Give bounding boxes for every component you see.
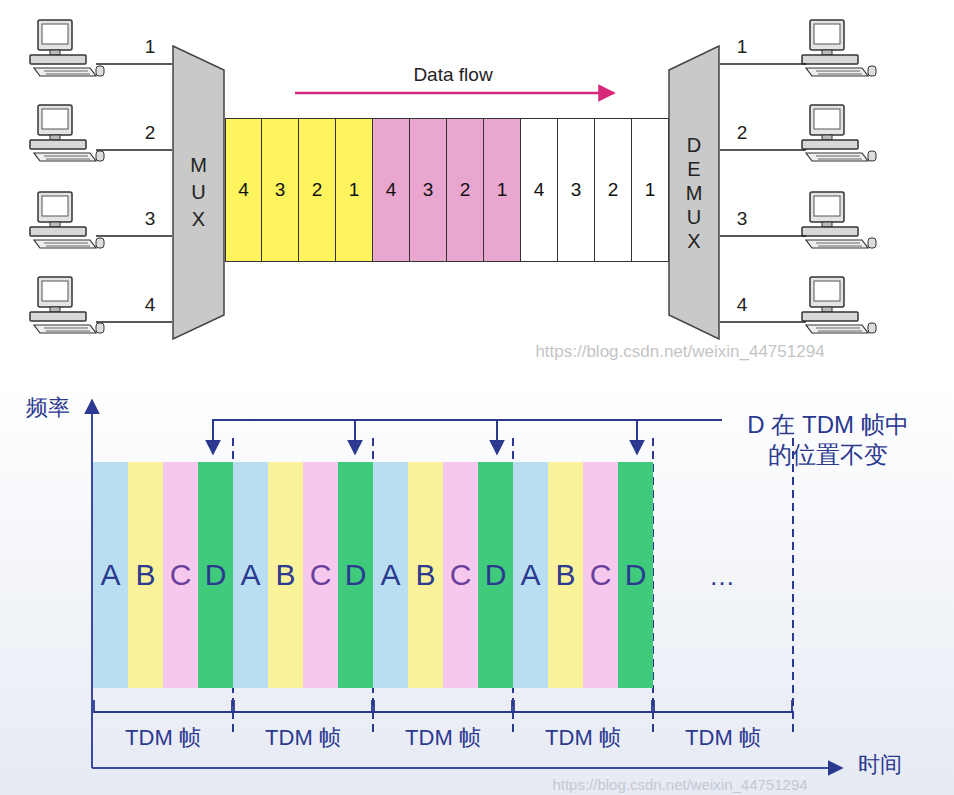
time-slot-cell: 1: [484, 118, 521, 262]
time-slot-cell: 1: [336, 118, 373, 262]
slot-number: 1: [645, 179, 656, 201]
channel-letter: D: [345, 558, 367, 592]
channel-column: B: [128, 462, 163, 688]
channel-column: D: [478, 462, 513, 688]
channel-column: C: [443, 462, 478, 688]
channel-letter: C: [310, 558, 332, 592]
background-band: [0, 380, 954, 795]
channel-column: A: [93, 462, 128, 688]
slot-number: 1: [497, 179, 508, 201]
slot-number: 3: [423, 179, 434, 201]
channel-column: A: [513, 462, 548, 688]
channel-column: B: [548, 462, 583, 688]
channel-letter: B: [555, 558, 575, 592]
port-number: 1: [145, 36, 156, 58]
axis-label: 时间: [858, 750, 902, 780]
slot-number: 4: [238, 179, 249, 201]
channel-letter: C: [590, 558, 612, 592]
port-number: 1: [737, 36, 748, 58]
slot-number: 2: [608, 179, 619, 201]
channel-column: C: [583, 462, 618, 688]
device-name: MUX: [189, 152, 209, 233]
channel-column: B: [268, 462, 303, 688]
port-number: 4: [145, 294, 156, 316]
channel-column: B: [408, 462, 443, 688]
channel-letter: D: [205, 558, 227, 592]
time-slot-cell: 2: [595, 118, 632, 262]
time-slot-cell: 3: [558, 118, 595, 262]
time-slot-cell: 3: [410, 118, 447, 262]
watermark: https://blog.csdn.net/weixin_44751294: [535, 342, 824, 362]
time-slot-cell: 2: [299, 118, 336, 262]
slot-number: 4: [386, 179, 397, 201]
frame-label: TDM 帧: [125, 723, 201, 753]
channel-letter: A: [100, 558, 120, 592]
channel-letter: A: [380, 558, 400, 592]
flow-label: Data flow: [413, 64, 492, 86]
channel-letter: D: [625, 558, 647, 592]
frame-label: TDM 帧: [685, 723, 761, 753]
channel-column: D: [338, 462, 373, 688]
channel-letter: A: [240, 558, 260, 592]
multiplexer: MUX: [172, 45, 225, 340]
channel-column: A: [373, 462, 408, 688]
frame-brackets: [94, 700, 792, 712]
channel-letter: D: [485, 558, 507, 592]
slot-number: 4: [534, 179, 545, 201]
ellipsis: …: [709, 561, 735, 592]
slot-number: 1: [349, 179, 360, 201]
device-name: DEMUX: [684, 133, 704, 253]
time-axis: [92, 767, 842, 769]
time-slot-cell: 1: [632, 118, 669, 262]
port-number: 2: [737, 122, 748, 144]
port-number: 2: [145, 122, 156, 144]
frame-label: TDM 帧: [265, 723, 341, 753]
frame-label: TDM 帧: [405, 723, 481, 753]
slot-number: 2: [460, 179, 471, 201]
frame-separators: [233, 438, 793, 735]
channel-column: C: [303, 462, 338, 688]
channel-letter: A: [520, 558, 540, 592]
channel-letter: C: [450, 558, 472, 592]
channel-letter: C: [170, 558, 192, 592]
demultiplexer: DEMUX: [668, 45, 720, 340]
frame-label: TDM 帧: [545, 723, 621, 753]
channel-column: A: [233, 462, 268, 688]
time-slot-cell: 4: [521, 118, 558, 262]
slot-number: 3: [571, 179, 582, 201]
data-flow-arrow: [295, 92, 614, 95]
watermark: https://blog.csdn.net/weixin_44751294: [552, 776, 807, 793]
callout-arrows: [213, 420, 722, 454]
channel-column: D: [198, 462, 233, 688]
slot-number: 2: [312, 179, 323, 201]
time-slot-cell: 4: [373, 118, 410, 262]
channel-letter: B: [275, 558, 295, 592]
channel-letter: B: [135, 558, 155, 592]
time-slot-cell: 4: [225, 118, 262, 262]
axis-label: 频率: [26, 393, 70, 423]
channel-column: D: [618, 462, 653, 688]
slot-number: 3: [275, 179, 286, 201]
channel-letter: B: [415, 558, 435, 592]
port-number: 3: [737, 208, 748, 230]
port-number: 3: [145, 208, 156, 230]
channel-column: C: [163, 462, 198, 688]
port-number: 4: [737, 294, 748, 316]
callout-note: D 在 TDM 帧中的位置不变: [737, 410, 919, 470]
computer-icons: [30, 20, 876, 333]
time-slot-cell: 2: [447, 118, 484, 262]
time-slot-cell: 3: [262, 118, 299, 262]
